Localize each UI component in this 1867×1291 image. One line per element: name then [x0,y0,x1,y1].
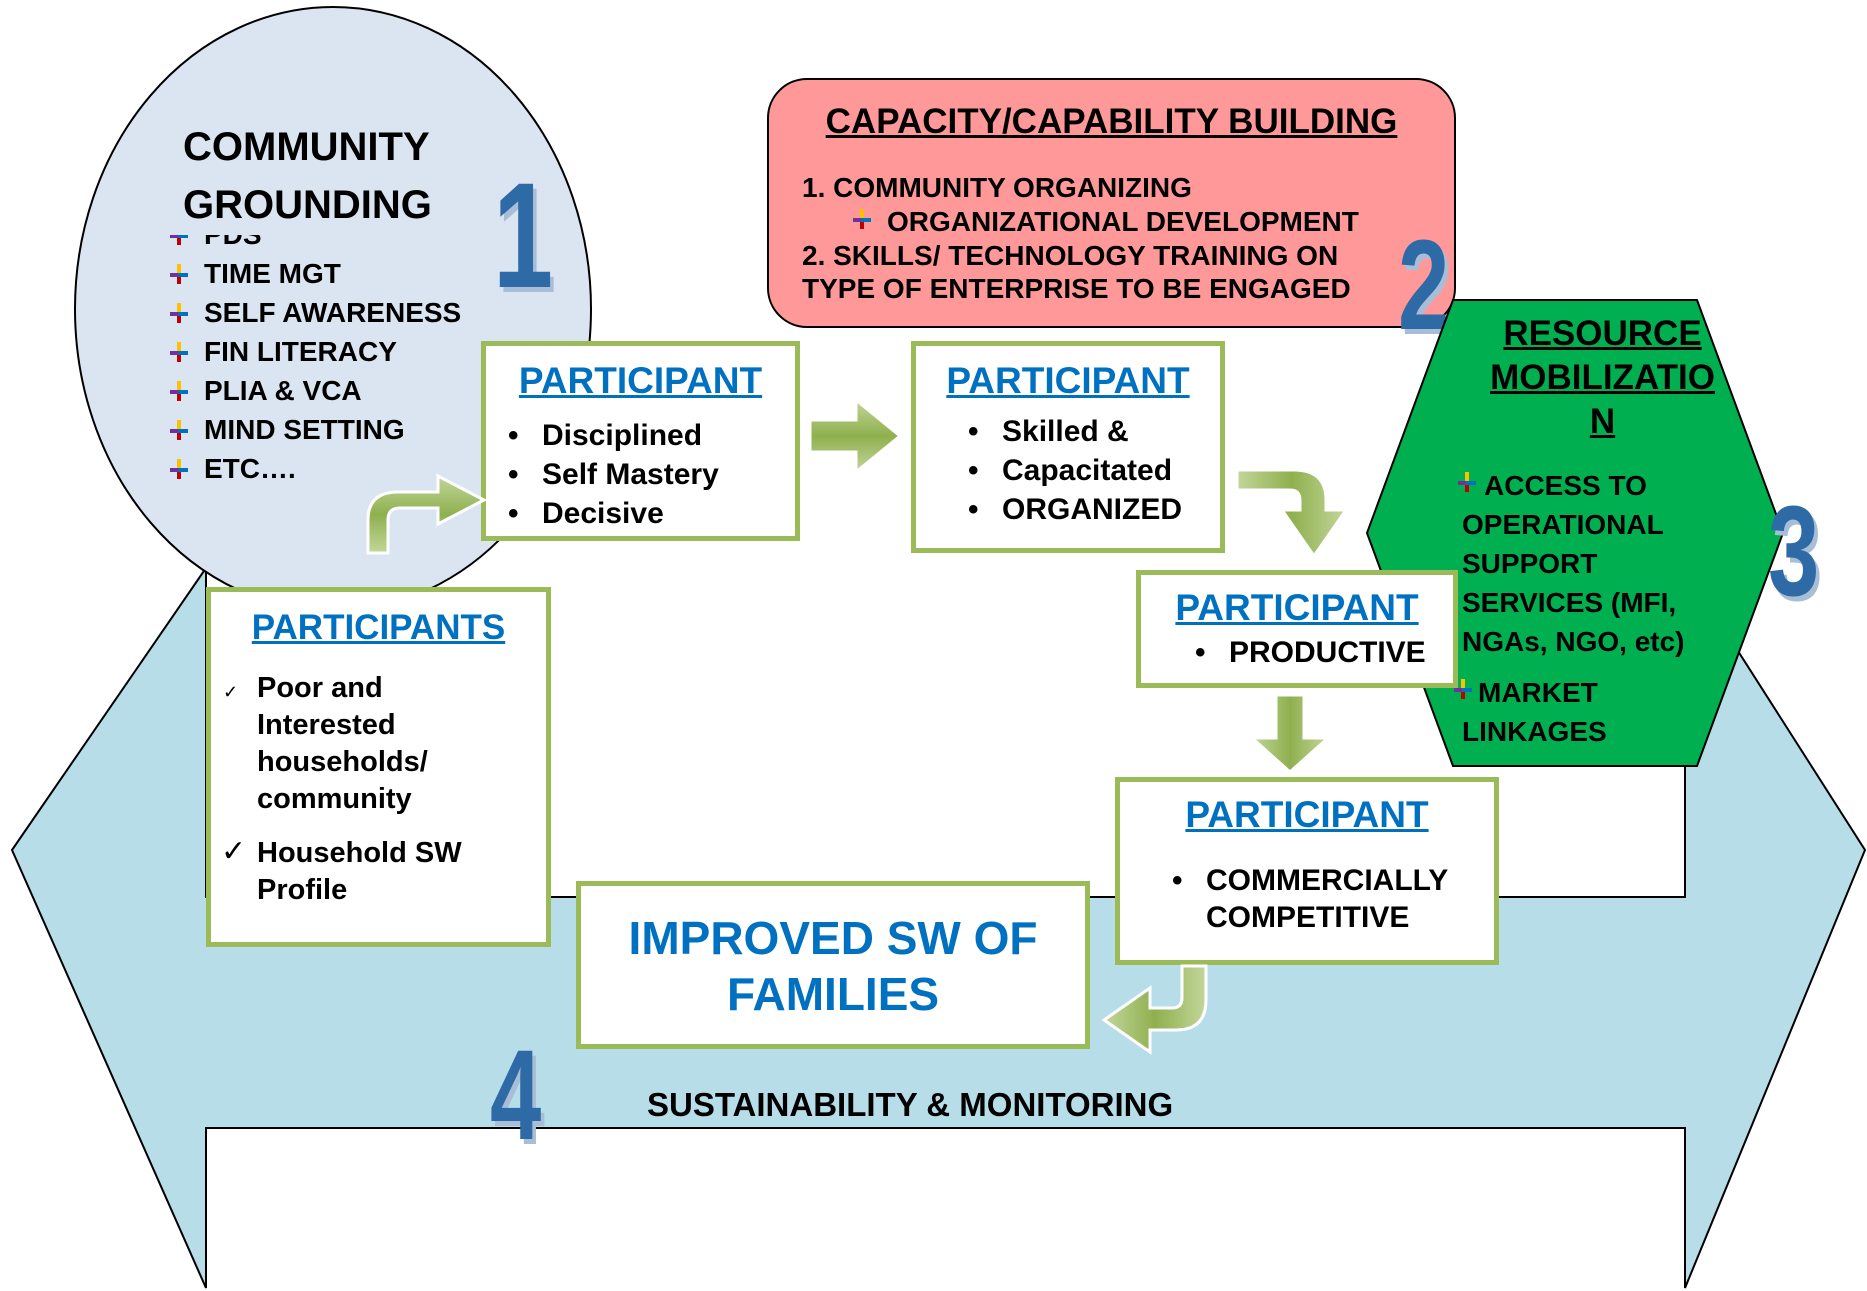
participants-item-2: ✓ Household SW Profile [221,835,462,906]
capacity-line-1: 1. COMMUNITY ORGANIZING [802,172,1192,203]
bullet-icon [170,420,188,440]
list-item: Decisive [508,494,795,533]
resource-item-market: MARKET LINKAGES [1454,673,1607,751]
participant-box-2: PARTICIPANT Skilled & Capacitated ORGANI… [911,341,1225,553]
bullet-icon [170,264,188,284]
participants-title: PARTICIPANTS [251,608,506,647]
list-item: FIN LITERACY [166,332,496,371]
list-item: PDS [166,235,496,254]
list-item: Disciplined [508,416,795,455]
capacity-building-title: CAPACITY/CAPABILITY BUILDING [825,102,1398,141]
capacity-sub-1: ORGANIZATIONAL DEVELOPMENT [853,206,1359,238]
capacity-line-2: 2. SKILLS/ TECHNOLOGY TRAINING ON [802,240,1339,271]
participant-box-4: PARTICIPANT • COMMERCIALLY COMPETITIVE [1115,777,1499,965]
participant-title: PARTICIPANT [518,360,763,401]
bullet-icon [170,235,188,245]
stage-number-1: 1 [493,151,554,319]
stage-number-2: 2 [1398,214,1450,357]
list-item: Self Mastery [508,455,795,494]
participant-title: PARTICIPANT [1185,794,1429,835]
community-grounding-title: COMMUNITY GROUNDING [183,125,432,227]
stage-number-4: 4 [490,1024,542,1167]
resource-mobilization-title: RESOURCE MOBILIZATIO N [1490,314,1715,441]
curved-arrow-2 [1235,468,1349,559]
community-grounding-list: PDS TIME MGT SELF AWARENESS FIN LITERACY… [166,235,496,507]
bullet-icon [853,209,871,229]
capacity-line-3: TYPE OF ENTERPRISE TO BE ENGAGED [802,273,1351,304]
list-item: Skilled & [968,412,1220,451]
list-item: SELF AWARENESS [166,293,496,332]
participants-box: PARTICIPANTS ✓ Poor and Interested house… [206,587,551,947]
outcome-box: IMPROVED SW OF FAMILIES [576,881,1090,1049]
participant-box-1: PARTICIPANT Disciplined Self Mastery Dec… [481,341,800,541]
list-item: ETC…. [166,449,496,488]
sustainability-label: SUSTAINABILITY & MONITORING [647,1086,1174,1123]
participant-title: PARTICIPANT [1175,587,1419,628]
list-item: Capacitated [968,451,1220,490]
list-item: PRODUCTIVE [1195,633,1453,672]
resource-item-access: ACCESS TO OPERATIONAL SUPPORT SERVICES (… [1458,466,1684,661]
check-icon: ✓ [223,682,239,702]
capacity-building-box [767,78,1456,328]
bullet-icon [170,303,188,323]
participant-title: PARTICIPANT [946,360,1190,401]
list-item: MIND SETTING [166,410,496,449]
participant-box-3: PARTICIPANT PRODUCTIVE [1136,570,1458,688]
check-icon: ✓ [221,835,247,868]
outcome-title: IMPROVED SW OF FAMILIES [628,912,1038,1020]
list-item: ORGANIZED [968,490,1220,529]
curved-arrow-3 [1101,964,1208,1055]
list-item: • COMMERCIALLY COMPETITIVE [1172,864,1449,934]
bullet-icon [170,381,188,401]
resource-mobilization-hexagon [1365,299,1785,767]
list-item: PLIA & VCA [166,371,496,410]
list-item: TIME MGT [166,254,496,293]
down-arrow-1 [1248,693,1332,775]
bullet-icon [1454,679,1472,699]
bullet-icon: • [1172,864,1183,897]
participants-item-1: ✓ Poor and Interested households/ commun… [223,672,428,815]
bullet-icon [1458,472,1476,492]
bullet-icon [170,459,188,479]
curved-arrow-1 [366,473,488,555]
right-arrow-1 [808,396,903,476]
bullet-icon [170,342,188,362]
stage-number-3: 3 [1768,480,1820,623]
